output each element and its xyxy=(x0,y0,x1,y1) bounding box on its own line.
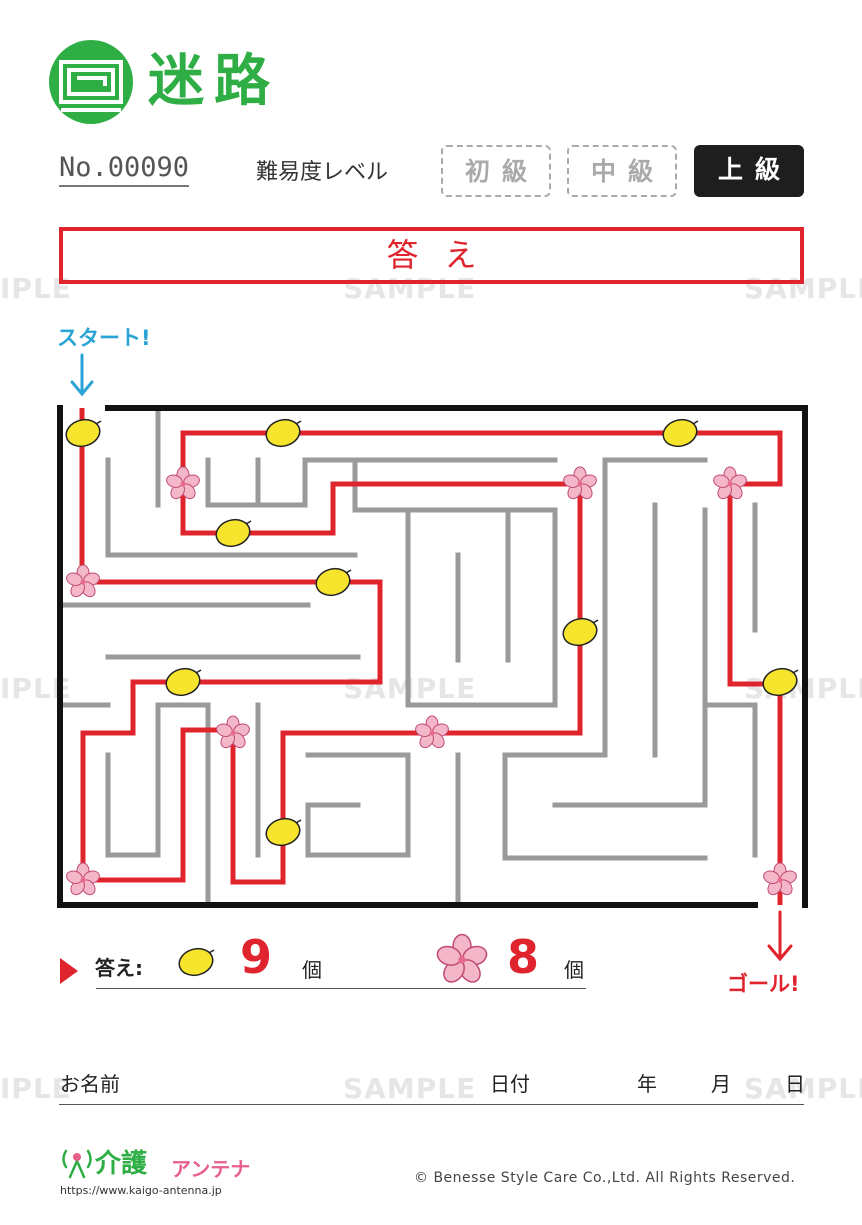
lemon-icon xyxy=(312,564,354,600)
lemon-count-unit: 個 xyxy=(302,958,322,982)
sakura-icon xyxy=(413,715,451,751)
watermark: SAMPLE xyxy=(343,1072,477,1105)
maze-logo-icon xyxy=(49,40,133,124)
lemon-icon xyxy=(175,944,217,980)
start-arrow-icon xyxy=(70,353,94,397)
solution-path xyxy=(79,408,783,905)
antenna-icon xyxy=(62,1149,92,1179)
lemon-icon xyxy=(659,415,701,451)
watermark: SAMPLE xyxy=(744,1072,862,1105)
puzzle-number: No.00090 xyxy=(59,152,190,187)
start-label: スタート! xyxy=(57,326,151,350)
lemon-count: 9 xyxy=(240,930,273,984)
sakura-icon xyxy=(64,564,102,600)
watermark: SAMPLE xyxy=(343,272,477,305)
lemon-icon xyxy=(559,614,601,650)
sakura-count: 8 xyxy=(507,930,540,984)
maze-outer-wall xyxy=(57,405,808,908)
sakura-count-unit: 個 xyxy=(564,958,584,982)
copyright: © Benesse Style Care Co.,Ltd. All Rights… xyxy=(414,1170,796,1186)
month-label: 月 xyxy=(711,1072,731,1096)
site-url[interactable]: https://www.kaigo-antenna.jp xyxy=(60,1184,222,1197)
brand-name: 介護 xyxy=(95,1149,148,1179)
lemon-icon xyxy=(212,515,254,551)
answer-banner: 答え xyxy=(59,227,804,284)
day-label: 日 xyxy=(785,1072,805,1096)
level-beginner: 初級 xyxy=(441,145,551,197)
page-title: 迷路 xyxy=(148,49,280,114)
lemon-icon xyxy=(262,415,304,451)
lemon-icon xyxy=(62,415,104,451)
difficulty-label: 難易度レベル xyxy=(256,160,389,185)
year-label: 年 xyxy=(637,1072,657,1096)
date-label: 日付 xyxy=(490,1072,530,1096)
lemon-icon xyxy=(759,664,801,700)
level-intermediate: 中級 xyxy=(567,145,677,197)
maze-inner-walls xyxy=(59,407,758,908)
answer-underline xyxy=(96,988,586,989)
goal-arrow-icon xyxy=(767,910,793,962)
brand-katakana: アンテナ xyxy=(171,1157,251,1181)
name-underline xyxy=(59,1104,804,1105)
answer-label: 答え: xyxy=(95,956,143,980)
sakura-icon xyxy=(434,933,490,987)
lemon-icon xyxy=(162,664,204,700)
level-advanced: 上級 xyxy=(694,145,804,197)
goal-label: ゴール! xyxy=(727,972,800,996)
name-label: お名前 xyxy=(60,1072,120,1096)
watermark: IPLE xyxy=(0,1072,72,1105)
sakura-icon xyxy=(64,862,102,898)
answer-marker-icon xyxy=(60,958,78,984)
lemon-icon xyxy=(262,814,304,850)
